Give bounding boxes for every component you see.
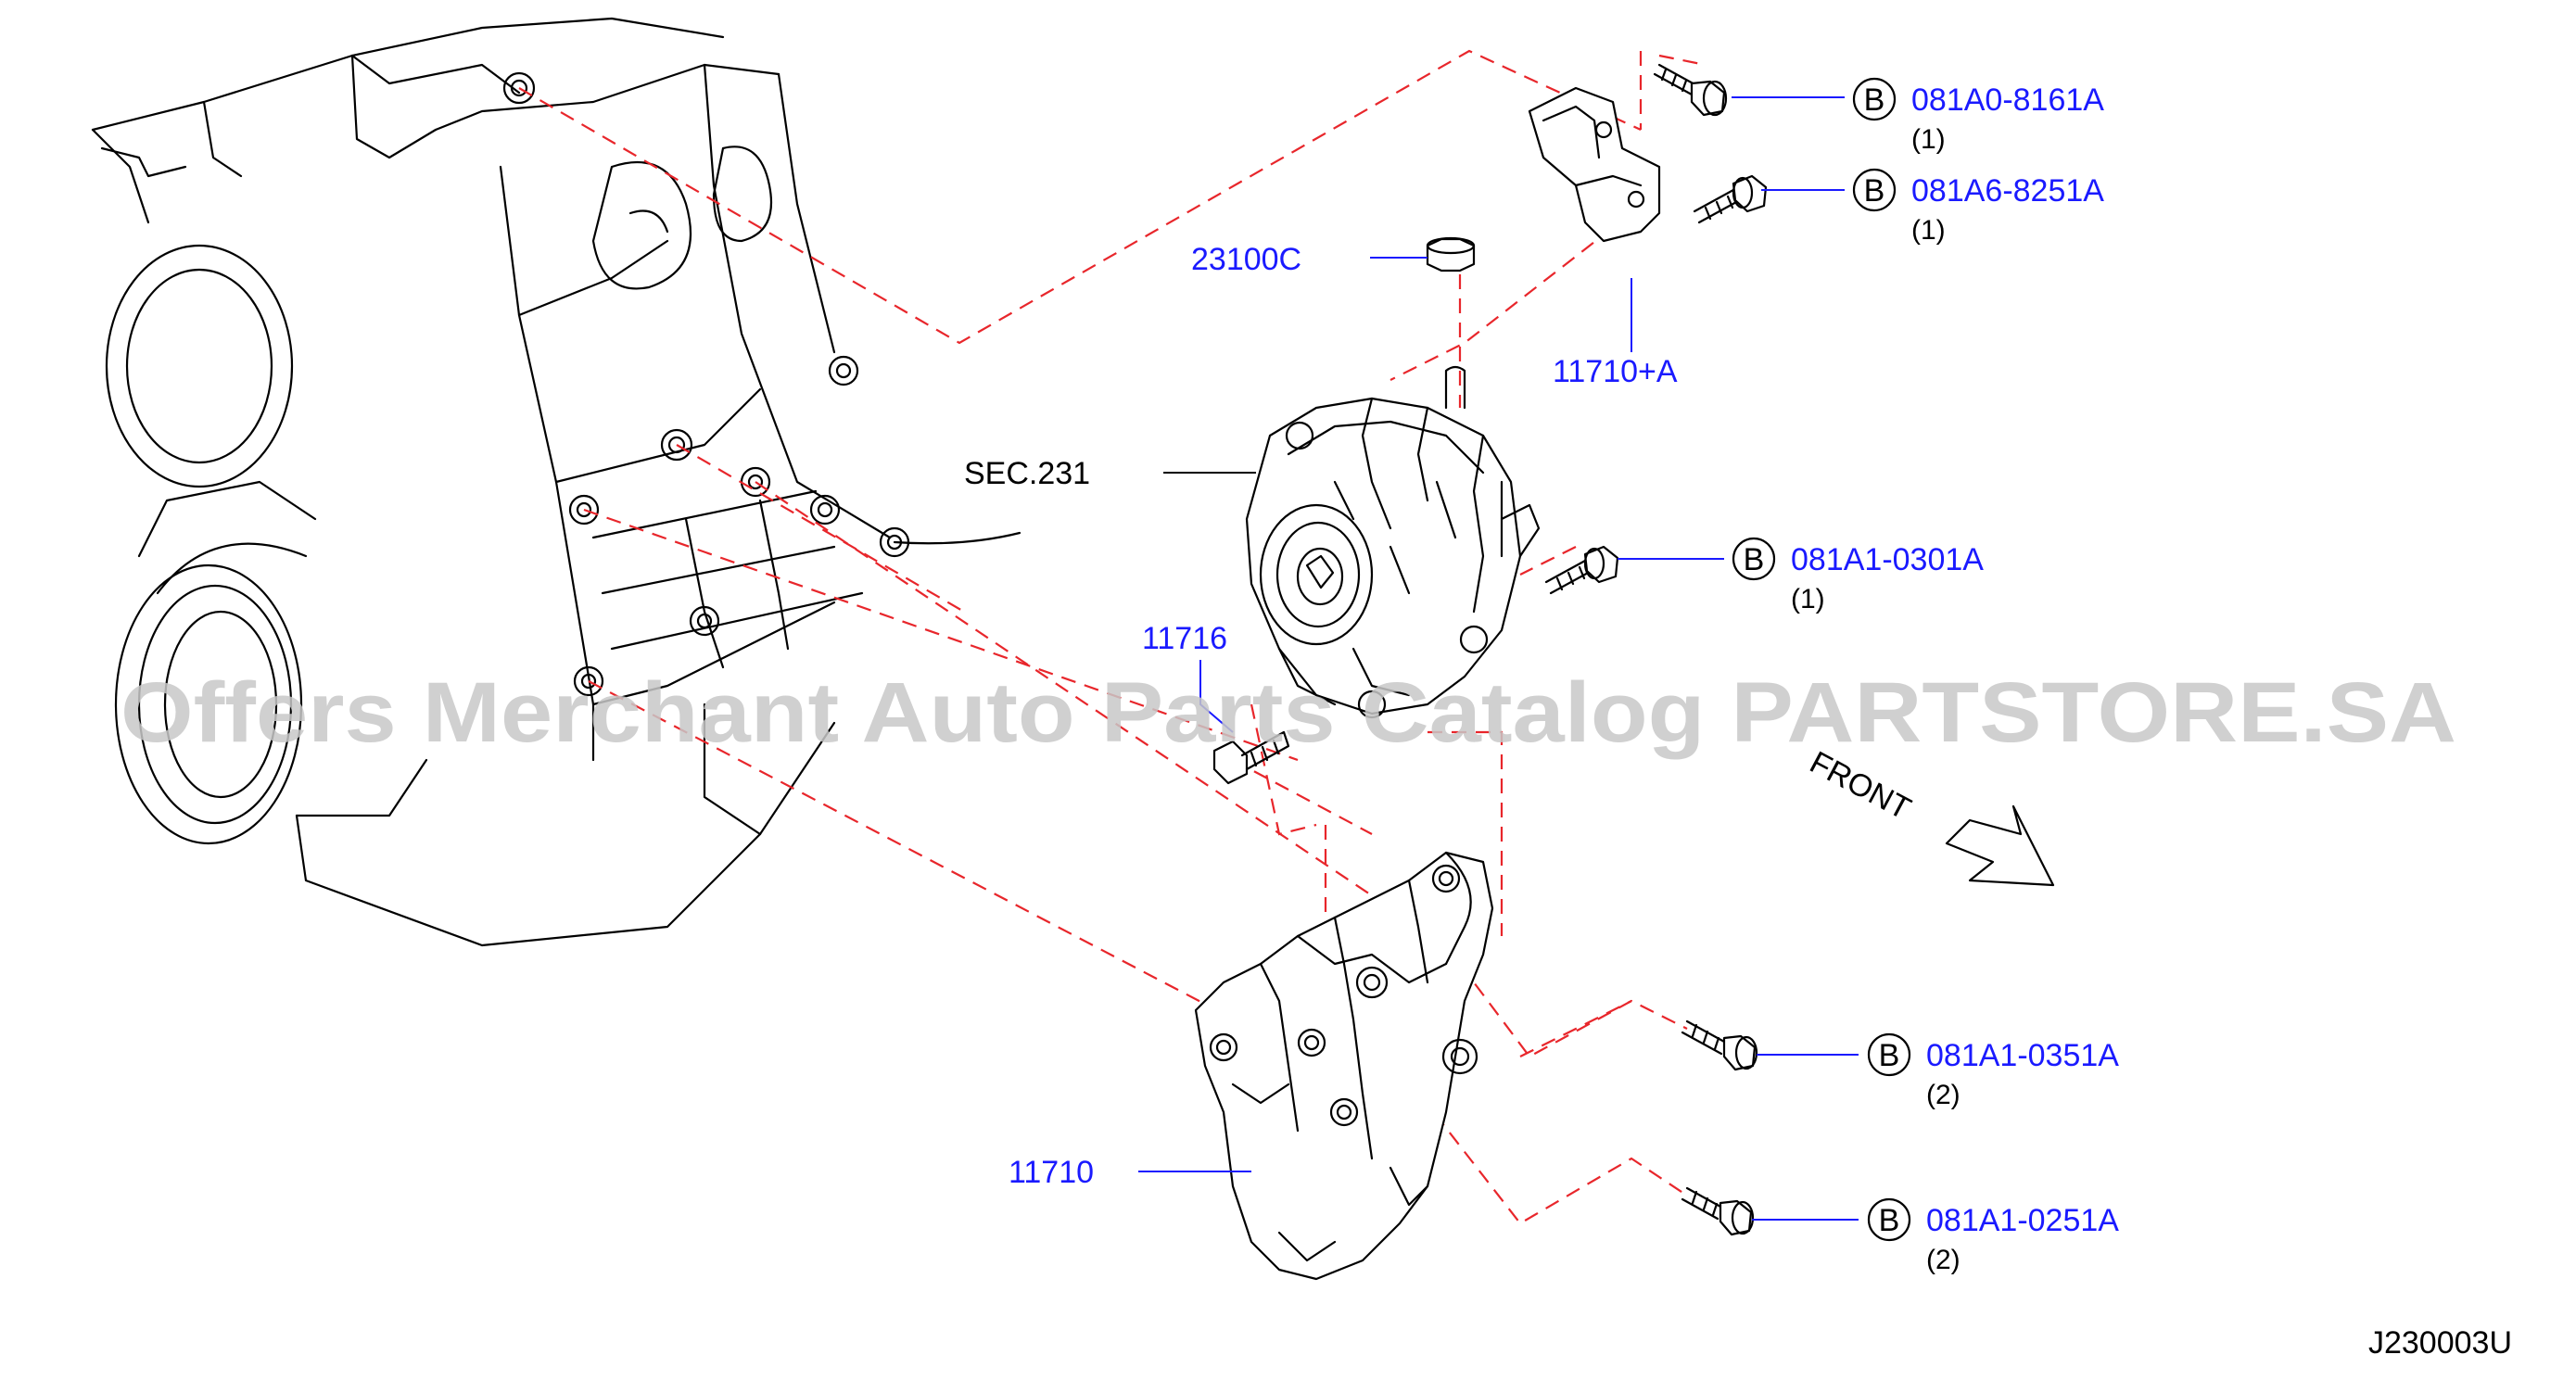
part-11710-label[interactable]: 11710 [1009,1155,1094,1190]
svg-text:B: B [1879,1203,1900,1238]
bolt-3-illustration [1544,545,1619,595]
svg-text:B: B [1879,1038,1900,1073]
leader-lines [1138,96,1859,1221]
bolt-1-illustration [1653,63,1728,117]
watermark-text: Offers Merchant Auto Parts Catalog PARTS… [121,665,2456,760]
bolt-5-number[interactable]: 081A1-0251A [1926,1203,2119,1238]
diagram-code: J230003U [2368,1325,2512,1361]
part-23100c-label[interactable]: 23100C [1191,242,1301,277]
bolt-2-number[interactable]: 081A6-8251A [1911,173,2104,209]
bolt-4-illustration [1681,1019,1758,1071]
bolt-3-qty: (1) [1791,584,1825,614]
badge-b-4: B [1867,1032,1911,1077]
alignment-lines [518,49,1707,1225]
bolt-11716-illustration [1212,730,1290,785]
upper-bracket-illustration [1528,86,1661,243]
nut-23100c-illustration [1426,236,1476,272]
badge-b-2: B [1852,168,1897,212]
badge-b-5: B [1867,1197,1911,1242]
engine-block-illustration [91,17,1022,947]
bolt-3-number[interactable]: 081A1-0301A [1791,542,1984,577]
bolt-2-qty: (1) [1911,215,1946,246]
front-arrow-icon [1945,804,2055,887]
bolt-4-number[interactable]: 081A1-0351A [1926,1038,2119,1073]
part-11716-label[interactable]: 11716 [1142,621,1227,656]
svg-text:B: B [1744,542,1765,577]
bolt-1-number[interactable]: 081A0-8161A [1911,82,2104,118]
bolt-5-qty: (2) [1926,1245,1961,1275]
bolt-1-qty: (1) [1911,124,1946,155]
badge-b-1: B [1852,77,1897,121]
svg-text:B: B [1864,82,1885,118]
bolt-2-illustration [1693,174,1768,224]
part-11710a-label[interactable]: 11710+A [1553,354,1678,389]
svg-text:B: B [1864,173,1885,209]
bolt-5-illustration [1681,1186,1755,1236]
alternator-illustration [1245,365,1541,719]
section-ref-label[interactable]: SEC.231 [964,456,1090,491]
main-bracket-illustration [1194,851,1494,1281]
bolt-4-qty: (2) [1926,1080,1961,1110]
badge-b-3: B [1732,537,1776,581]
